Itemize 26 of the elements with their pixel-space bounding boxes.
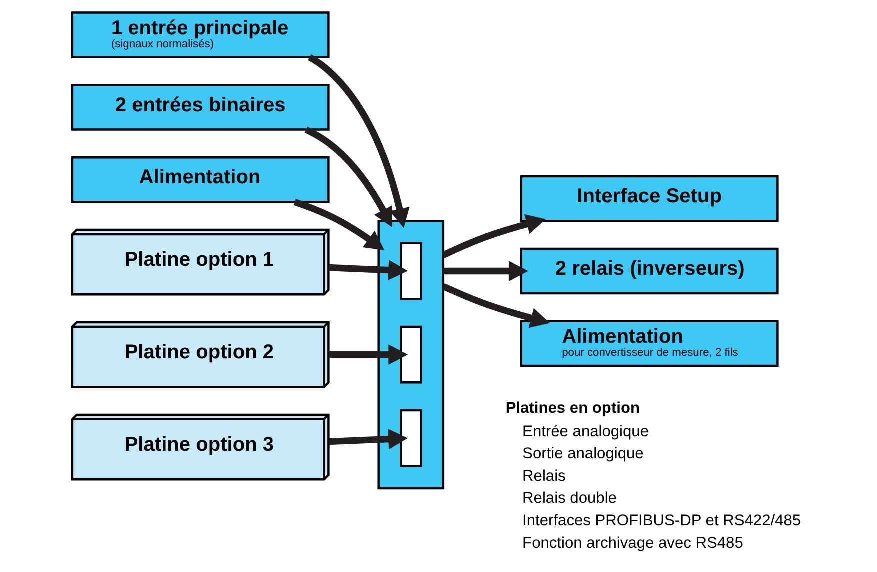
arrow bbox=[442, 283, 550, 328]
label: Fonction archivage avec RS485 bbox=[522, 534, 743, 552]
arrow bbox=[308, 54, 410, 228]
label: Platines en option bbox=[505, 400, 640, 417]
arrow bbox=[328, 429, 408, 450]
label: Interfaces PROFIBUS-DP et RS422/485 bbox=[522, 512, 801, 530]
arrow bbox=[328, 344, 408, 365]
cluster bbox=[377, 220, 444, 490]
node-box: 1 entrée principale (signaux normalisés) bbox=[70, 12, 330, 58]
node-box bbox=[400, 409, 422, 468]
node-box: Alimentation pour convertisseur de mesure, 2 fils bbox=[520, 320, 778, 368]
arrow bbox=[293, 199, 384, 251]
node-box: Alimentation bbox=[70, 156, 330, 204]
node-box bbox=[400, 326, 422, 384]
node-box: 2 entrées binaires bbox=[70, 84, 330, 131]
label: Relais bbox=[522, 468, 566, 485]
label: Sortie analogique bbox=[522, 446, 644, 463]
arrow bbox=[442, 214, 546, 258]
label: Relais double bbox=[522, 490, 616, 508]
arrow bbox=[328, 260, 408, 281]
arrow bbox=[442, 261, 528, 282]
node-box: 2 relais (inverseurs) bbox=[520, 248, 778, 295]
arrow bbox=[304, 126, 392, 228]
label: Entrée analogique bbox=[522, 423, 649, 440]
node-box bbox=[400, 242, 422, 300]
node-box: Interface Setup bbox=[520, 175, 778, 222]
